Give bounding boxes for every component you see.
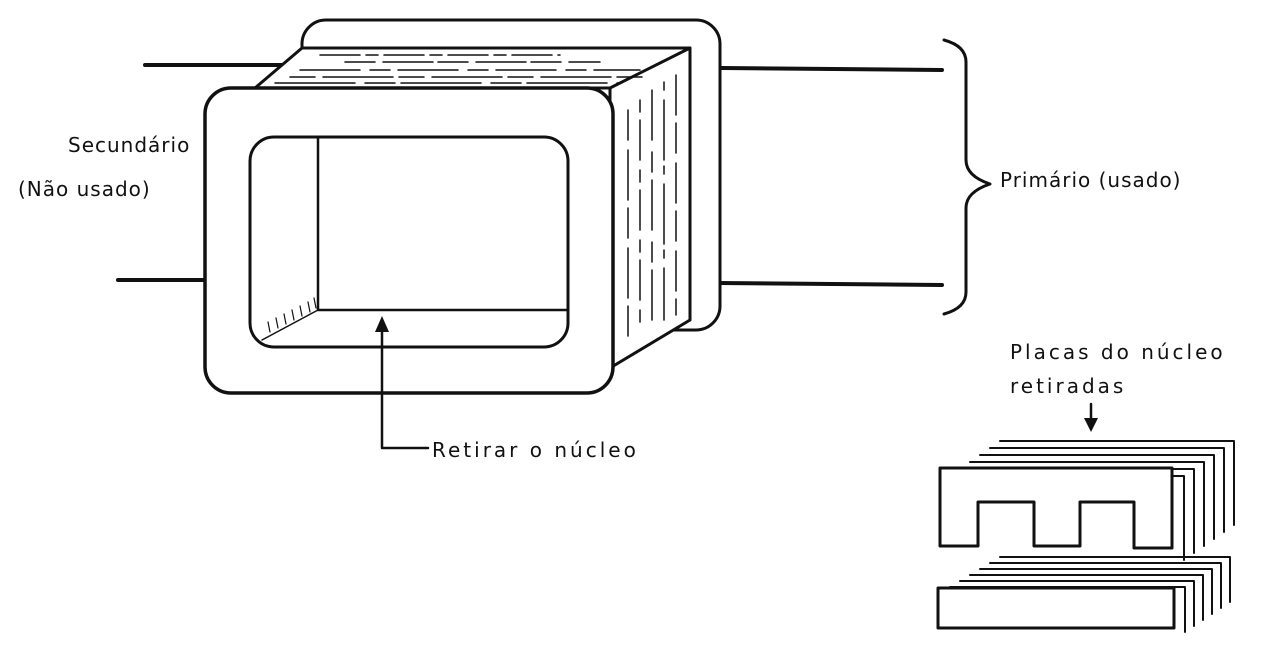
winding-texture-top <box>274 54 651 84</box>
remove-core-leader-line <box>380 326 430 450</box>
plates-label-line2: retiradas <box>1010 374 1126 398</box>
winding-texture-side <box>627 74 677 341</box>
core-window-corner <box>261 309 319 341</box>
remove-core-arrowhead <box>375 316 389 332</box>
core-plates-e-stack <box>938 440 1235 561</box>
plates-arrowhead <box>1084 418 1098 432</box>
secondary-label-line2: (Não usado) <box>18 177 151 201</box>
secondary-label-line1: Secundário <box>68 133 190 157</box>
i-plate-front <box>936 586 1176 630</box>
primary-lead-top <box>720 66 944 72</box>
remove-core-pointer <box>375 316 430 450</box>
core-window <box>248 135 570 349</box>
plates-label-line1: Placas do núcleo <box>1010 340 1226 364</box>
plates-pointer <box>1084 402 1098 432</box>
secondary-leads <box>116 63 302 282</box>
primary-brace <box>942 38 992 316</box>
coil-former <box>203 18 722 395</box>
remove-core-label: Retirar o núcleo <box>432 438 639 462</box>
core-window-hatching <box>267 297 317 333</box>
core-plates-i-stack <box>936 556 1231 633</box>
primary-label: Primário (usado) <box>1000 168 1182 192</box>
winding-side-face <box>608 46 692 370</box>
primary-leads <box>716 66 944 287</box>
e-plate-front <box>938 466 1174 550</box>
primary-lead-bottom <box>716 281 944 287</box>
